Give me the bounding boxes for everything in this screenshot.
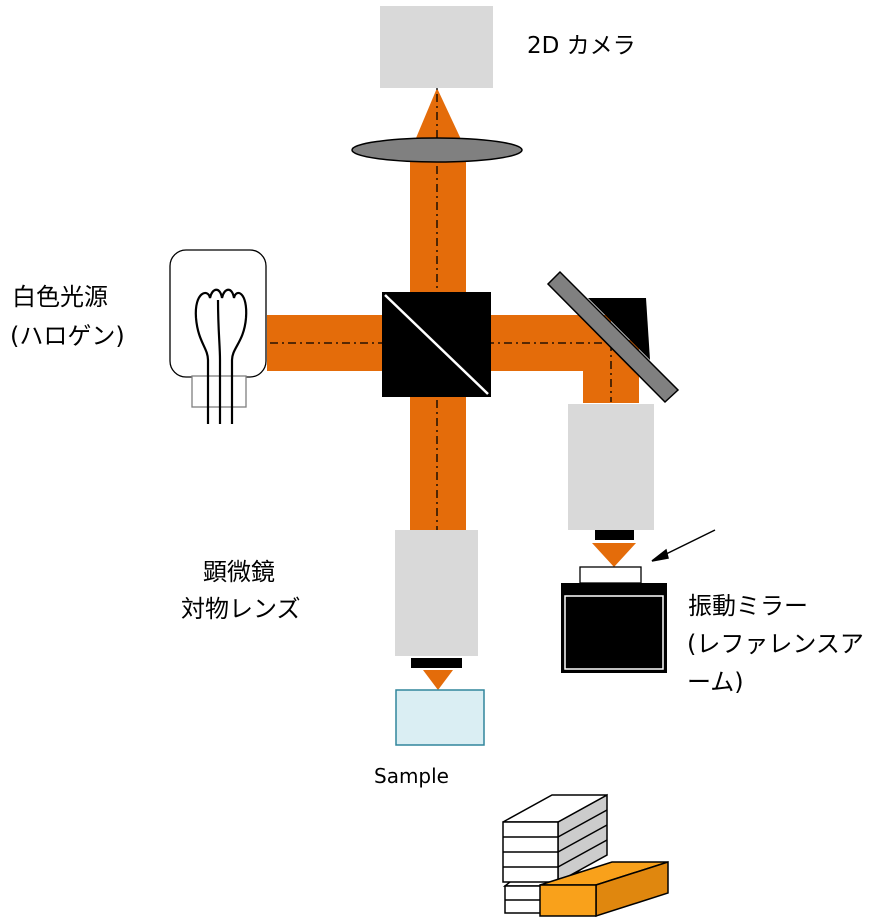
beam-vertical-upper [410,150,466,292]
beam-sample-focus [423,670,453,690]
reference-objective-body [568,404,654,530]
beam-mirror-focus [592,543,636,567]
lamp-filament-lead-right [230,317,248,424]
vibration-arrow-head [651,548,669,562]
mirror-label-line1: 振動ミラー [688,592,808,620]
halogen-lamp [169,249,267,424]
vibrating-mirror-actuator [561,583,667,673]
vibrating-mirror-actuator-frame [564,595,664,670]
stack-orange-front [539,884,597,917]
beam-splitter [382,292,491,397]
lamp-filament-coil [194,288,248,319]
objective-label-line2: 対物レンズ [181,595,301,623]
vibration-arrow [651,529,716,562]
beam-vertical-lower [410,397,466,530]
imaging-lens [351,137,523,163]
vibration-arrow-shaft [659,529,716,558]
layer-stack [502,793,669,918]
vibrating-mirror [561,566,667,673]
camera-block [380,6,493,88]
fold-mirror-backing [588,298,650,360]
sample-objective-tip [411,658,462,668]
sample-label: Sample [374,764,449,788]
beam-splitter-diagonal [384,294,489,395]
fold-mirror [546,270,680,404]
optical-axes [270,40,612,530]
beam-to-camera-cone [411,88,466,150]
sample-box [395,689,485,746]
mirror-label-line2: (レファレンスア [687,630,864,658]
stack-upper-side-line1 [557,809,608,838]
reference-objective-tip [595,530,634,540]
light-source-label-line2: (ハロゲン) [10,322,125,350]
vibrating-mirror-plate [579,566,642,584]
lamp-filament-lead-left [194,317,210,424]
sample-objective-body [395,530,478,656]
stack-upper-side-line3 [557,839,608,868]
objective-label-line1: 顕微鏡 [203,558,275,586]
lamp-lead-inner-left [216,299,222,424]
light-source-label-line1: 白色光源 [12,283,108,311]
stack-upper-side-line2 [557,824,608,853]
mirror-label-line3: ーム) [687,668,744,696]
camera-label: 2D カメラ [527,33,636,59]
